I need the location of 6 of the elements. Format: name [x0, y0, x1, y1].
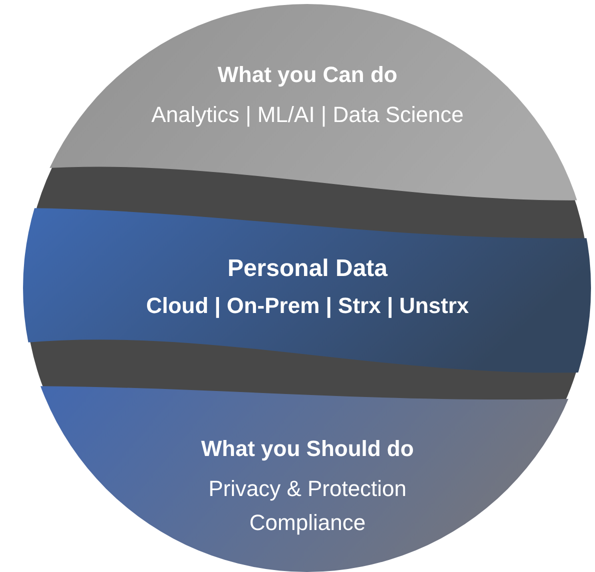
band-text: Privacy & Protection Compliance [207, 475, 408, 538]
band-heading: Personal Data [226, 255, 389, 284]
band-heading: What you Should do [200, 436, 415, 462]
band-text: Analytics | ML/AI | Data Science [150, 101, 465, 129]
band-heading: What you Can do [216, 62, 398, 88]
band-text: Cloud | On-Prem | Strx | Unstrx [145, 292, 470, 320]
